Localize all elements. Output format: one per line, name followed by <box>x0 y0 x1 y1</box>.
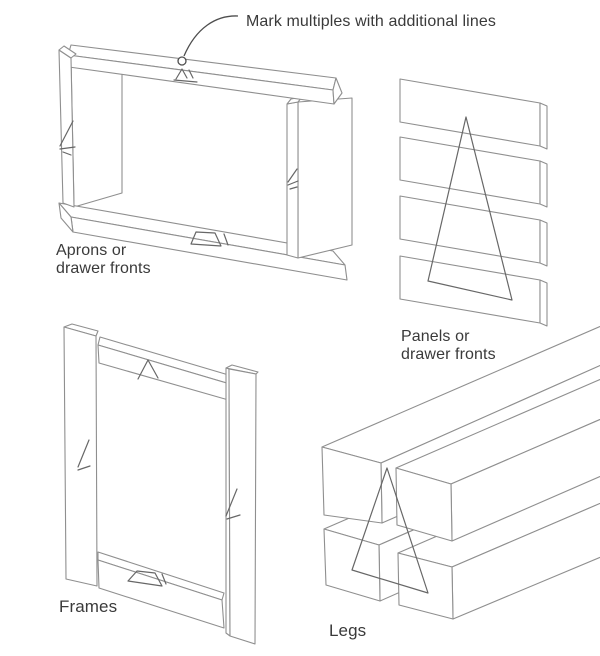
bottom-rail-base-mark <box>127 570 163 587</box>
frames-drawing <box>63 323 259 645</box>
left-board-inner-face <box>70 57 123 208</box>
bottom-board-end-face <box>58 202 74 233</box>
label-frames: Frames <box>59 597 118 616</box>
label-aprons-line1: Aprons or <box>56 242 127 259</box>
upper-left-leg-end-face <box>321 446 383 524</box>
left-board-top-face <box>58 45 77 59</box>
bottom-rail-multiple-tick <box>161 573 167 585</box>
apron-triangle-marks <box>59 68 299 247</box>
frame-triangle-marks <box>77 359 241 587</box>
right-board-side-mark <box>287 168 299 190</box>
top-board-apex-mark <box>175 68 188 80</box>
bottom-board-base-mark <box>190 231 222 247</box>
upper-right-leg-end-face <box>395 467 453 542</box>
aprons-assembly-drawing <box>58 15 353 281</box>
panel-board-2-end <box>539 160 548 208</box>
panel-board-2 <box>399 136 541 205</box>
top-board-multiple-tick <box>188 69 194 79</box>
top-rail-apex-mark <box>137 359 159 380</box>
annotation-leader-line <box>183 15 239 57</box>
panel-board-1 <box>399 78 541 147</box>
right-board-broad-face <box>297 97 353 259</box>
label-panels: Panels or drawer fronts <box>401 328 496 364</box>
bottom-board-multiple-tick <box>223 233 229 246</box>
panels-drawing <box>399 78 548 327</box>
right-board-edge-face <box>286 101 299 259</box>
annotation-mark-multiples: Mark multiples with additional lines <box>246 13 496 30</box>
panel-board-4 <box>399 255 541 324</box>
legs-drawing <box>321 325 600 620</box>
panel-board-1-end <box>539 102 548 150</box>
label-panels-line2: drawer fronts <box>401 346 496 364</box>
label-legs: Legs <box>329 621 367 640</box>
label-aprons-line2: drawer fronts <box>56 260 151 278</box>
bottom-rail-front-face <box>97 559 225 629</box>
top-board-end-face <box>332 77 343 105</box>
lower-left-leg-end-face <box>323 528 381 602</box>
left-stile-side-mark <box>77 439 91 471</box>
annotation-marker-circle <box>177 56 187 66</box>
right-stile-side-mark <box>225 488 241 520</box>
legs-cabinetmakers-triangle <box>351 467 429 594</box>
panel-board-3 <box>399 195 541 264</box>
panels-cabinetmakers-triangle <box>427 116 513 301</box>
right-stile-front-face <box>228 368 257 645</box>
left-board-side-mark <box>59 120 76 156</box>
left-board-edge-face <box>58 49 75 208</box>
label-panels-line1: Panels or <box>401 328 470 345</box>
panel-board-3-end <box>539 219 548 267</box>
label-aprons: Aprons or drawer fronts <box>56 242 151 278</box>
left-stile-front-face <box>63 326 98 587</box>
panel-board-4-end <box>539 279 548 327</box>
top-board-base-line <box>173 79 198 83</box>
